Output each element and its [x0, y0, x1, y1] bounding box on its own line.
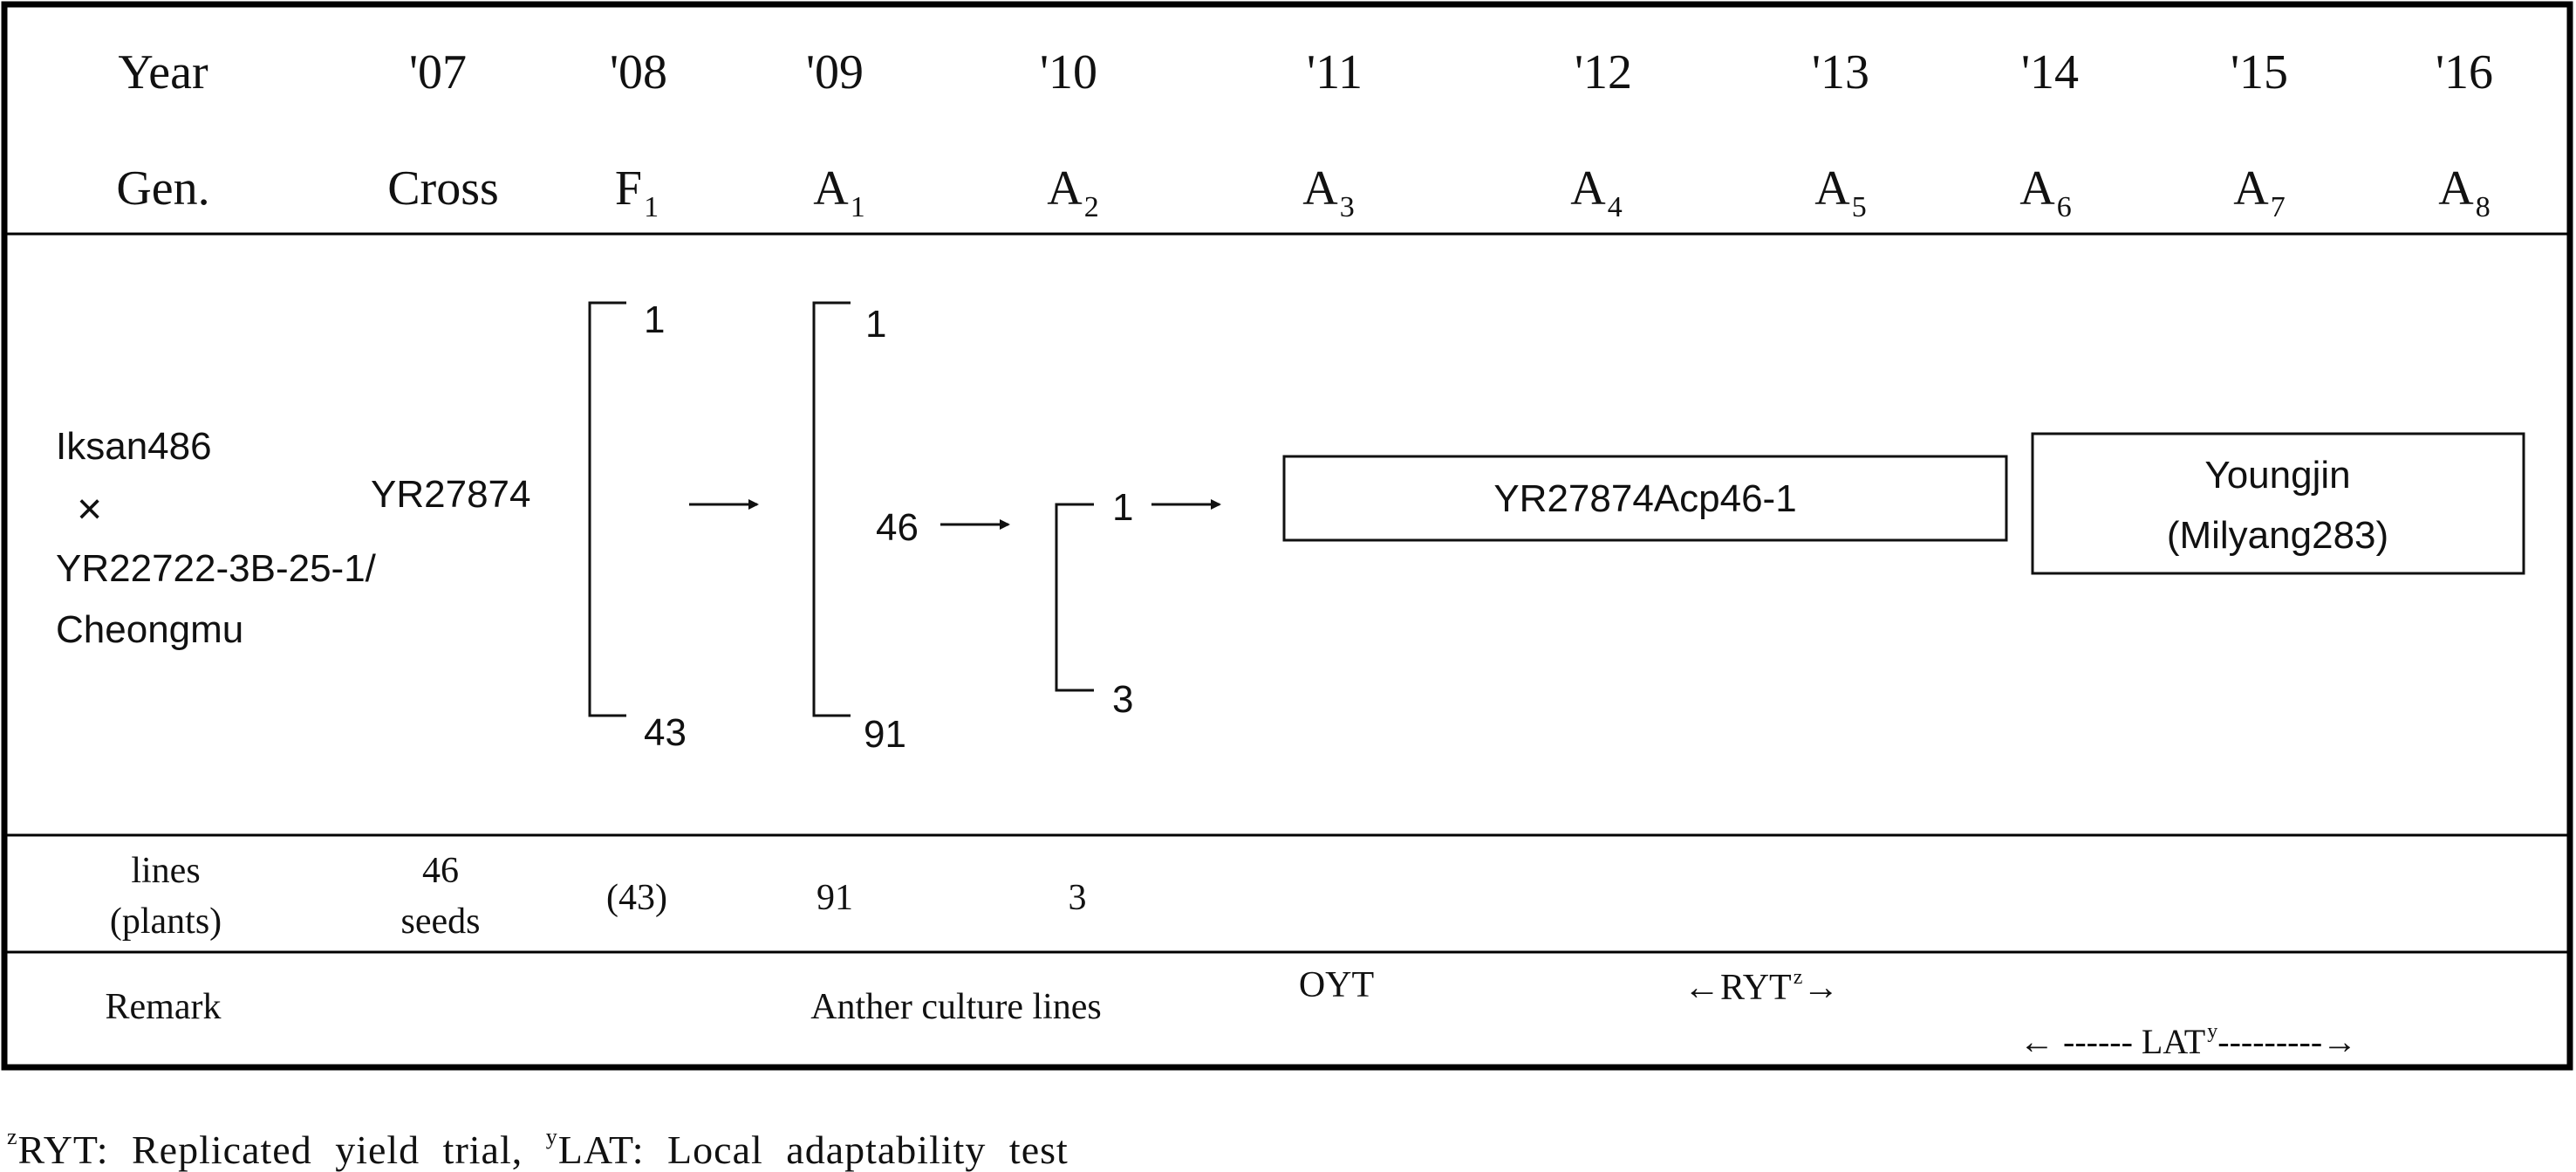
year-07: '07	[408, 45, 468, 99]
counts-a2: 3	[1068, 878, 1087, 918]
gen-label: Gen.	[116, 161, 210, 216]
counts-cross-line1: 46	[422, 851, 459, 891]
f1-first-label: 1	[644, 298, 666, 341]
f1-bracket	[588, 301, 626, 717]
year-11: '11	[1306, 45, 1363, 99]
a1-bracket	[812, 301, 851, 717]
a2-bracket	[1055, 503, 1094, 692]
a2-selected-label: 1	[1112, 486, 1134, 529]
cross-symbol: ×	[77, 484, 103, 533]
a1-last-label: 91	[864, 713, 906, 756]
gen-f1: F1	[614, 161, 659, 223]
parent-male-line2: Cheongmu	[56, 608, 244, 651]
year-10: '10	[1039, 45, 1098, 99]
gen-a1: A1	[813, 161, 865, 223]
gen-a7: A7	[2233, 161, 2286, 223]
parent-female: Iksan486	[56, 425, 212, 468]
year-15: '15	[2230, 45, 2289, 99]
parent-male-line1: YR22722-3B-25-1/	[56, 547, 376, 590]
remark-ryt: ←RYTz→	[1684, 966, 1840, 1008]
gen-a5: A5	[1814, 161, 1867, 223]
a1-selected-label: 46	[876, 506, 919, 549]
year-label: Year	[118, 45, 208, 99]
f1-last-label: 43	[644, 711, 687, 754]
variety-box	[2031, 432, 2525, 575]
table-border	[1, 1, 2573, 1071]
counts-label-line1: lines	[131, 851, 201, 891]
gen-a2: A2	[1047, 161, 1099, 223]
gen-a8: A8	[2438, 161, 2491, 223]
variety-name: Youngjin	[2204, 454, 2351, 497]
year-13: '13	[1811, 45, 1870, 99]
year-16: '16	[2435, 45, 2494, 99]
footnote: zRYT: Replicated yield trial, yLAT: Loca…	[7, 1124, 1069, 1172]
selected-line-name: YR27874Acp46-1	[1493, 477, 1797, 520]
remark-oyt: OYT	[1298, 965, 1375, 1005]
remark-anther-culture: Anther culture lines	[810, 987, 1102, 1027]
remark-lat: ← ------ LATy---------→	[2019, 1020, 2358, 1061]
year-12: '12	[1574, 45, 1633, 99]
a2-last-label: 3	[1112, 678, 1134, 721]
counts-cross-line2: seeds	[400, 901, 481, 942]
a1-first-label: 1	[865, 303, 887, 346]
gen-a3: A3	[1302, 161, 1355, 223]
variety-code: (Milyang283)	[2166, 514, 2389, 557]
counts-label-line2: (plants)	[109, 901, 222, 942]
year-14: '14	[2020, 45, 2080, 99]
gen-a6: A6	[2019, 161, 2072, 223]
gen-a4: A4	[1570, 161, 1623, 223]
year-09: '09	[805, 45, 864, 99]
gen-cross: Cross	[387, 161, 499, 216]
selected-line-box	[1282, 455, 2008, 542]
counts-f1: (43)	[606, 878, 667, 918]
cross-name: YR27874	[371, 473, 531, 516]
remark-label: Remark	[105, 987, 222, 1027]
year-08: '08	[609, 45, 668, 99]
counts-a1: 91	[817, 878, 853, 918]
